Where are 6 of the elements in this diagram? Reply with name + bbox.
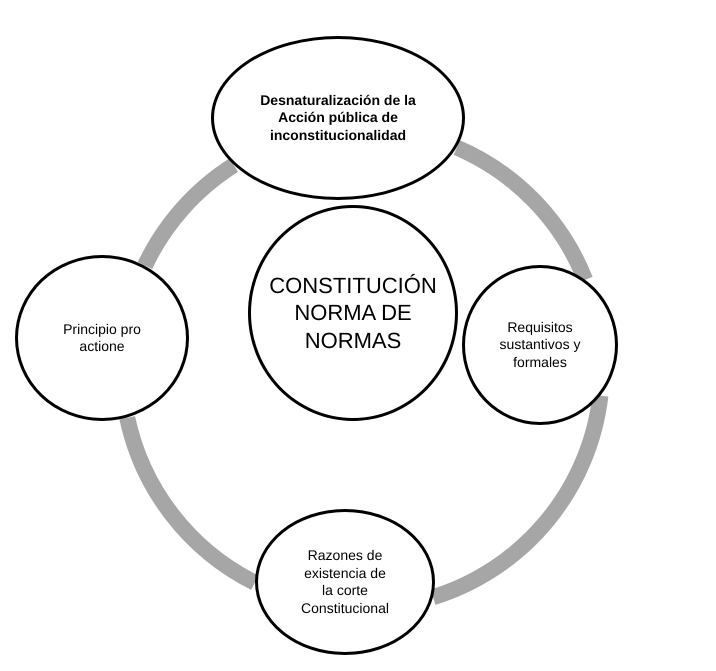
node-label: Razones de existencia de la corte Constitucional <box>300 547 390 617</box>
node-label: Principio pro actione <box>62 320 142 356</box>
ring-segment <box>138 158 238 270</box>
node-label: CONSTITUCIÓN NORMA DE NORMAS <box>268 272 438 354</box>
node-label: Desnaturalización de la Acción pública de inconstitucionalidad <box>259 92 417 144</box>
node-label: Requisitos sustantivos y formales <box>498 318 582 372</box>
